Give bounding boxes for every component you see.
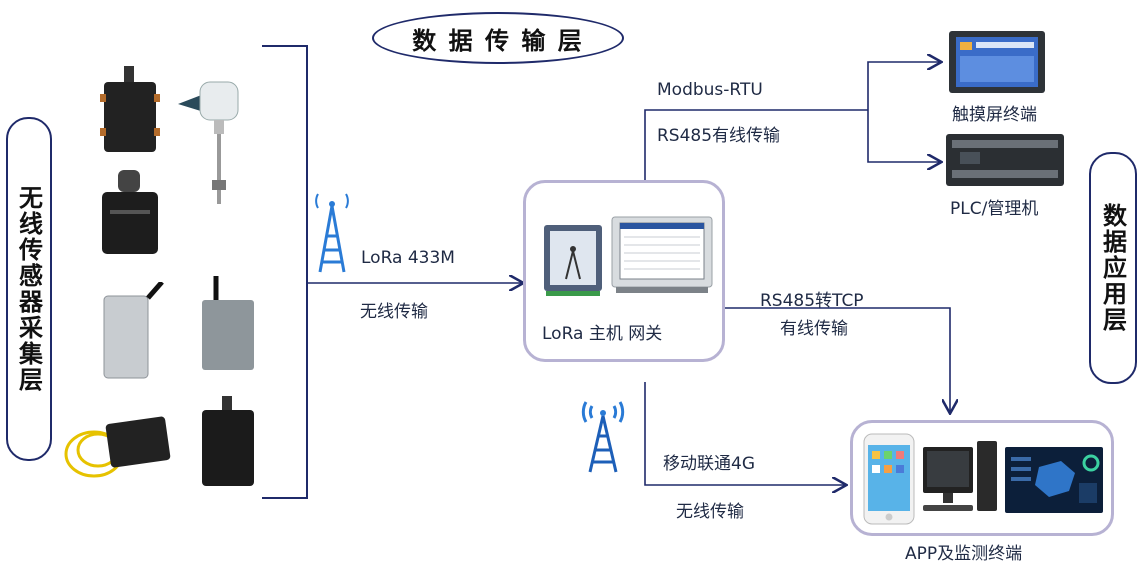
desktop-computer-icon xyxy=(923,441,997,511)
tcp-protocol-label: RS485转TCP xyxy=(760,291,864,311)
lora-antenna-icon xyxy=(315,193,349,273)
app-terminal-label: APP及监测终端 xyxy=(905,544,1023,564)
gateway-label: LoRa 主机 网关 xyxy=(542,324,663,344)
lora-gateway-device-icon xyxy=(544,225,602,296)
grey-box-sensor-icon xyxy=(202,276,254,370)
temperature-probe-icon xyxy=(178,81,239,204)
touchscreen-label: 触摸屏终端 xyxy=(952,105,1037,125)
tcp-medium-label: 有线传输 xyxy=(780,319,848,339)
lora-protocol-label: LoRa 433M xyxy=(361,248,455,268)
plc-label: PLC/管理机 xyxy=(950,199,1039,219)
modbus-protocol-label: Modbus-RTU xyxy=(657,80,763,100)
waterproof-sensor-icon xyxy=(202,396,254,486)
cellular-link-arrow xyxy=(644,382,845,485)
application-layer-label: 数据应用层 xyxy=(1089,152,1137,384)
tcp-link-arrow xyxy=(724,307,950,412)
touchscreen-terminal-icon xyxy=(949,31,1045,93)
sensor-layer-label: 无线传感器采集层 xyxy=(6,117,52,461)
cable-sensor-icon xyxy=(64,416,171,478)
cellular-tower-icon xyxy=(581,401,625,473)
monitoring-dashboard-icon xyxy=(1005,447,1103,513)
cellular-protocol-label: 移动联通4G xyxy=(663,454,755,474)
wireless-sensor-box-icon xyxy=(100,66,160,152)
touchscreen-arrow xyxy=(867,62,940,110)
modbus-link xyxy=(644,109,868,180)
sensor-bracket xyxy=(262,45,308,499)
cylinder-sensor-icon xyxy=(103,282,164,379)
plc-device-icon xyxy=(946,134,1064,186)
cellular-medium-label: 无线传输 xyxy=(676,502,744,522)
lora-medium-label: 无线传输 xyxy=(360,302,428,322)
plc-arrow xyxy=(867,110,940,162)
sensor-devices xyxy=(60,60,260,490)
gateway-box: LoRa 主机 网关 xyxy=(523,180,725,362)
transport-layer-label: 数 据 传 输 层 xyxy=(372,12,624,64)
hmi-display-icon xyxy=(611,216,713,293)
sensor-module-icon xyxy=(102,170,158,254)
smartphone-icon xyxy=(863,433,915,525)
modbus-medium-label: RS485有线传输 xyxy=(657,126,781,146)
app-terminal-box xyxy=(850,420,1114,536)
